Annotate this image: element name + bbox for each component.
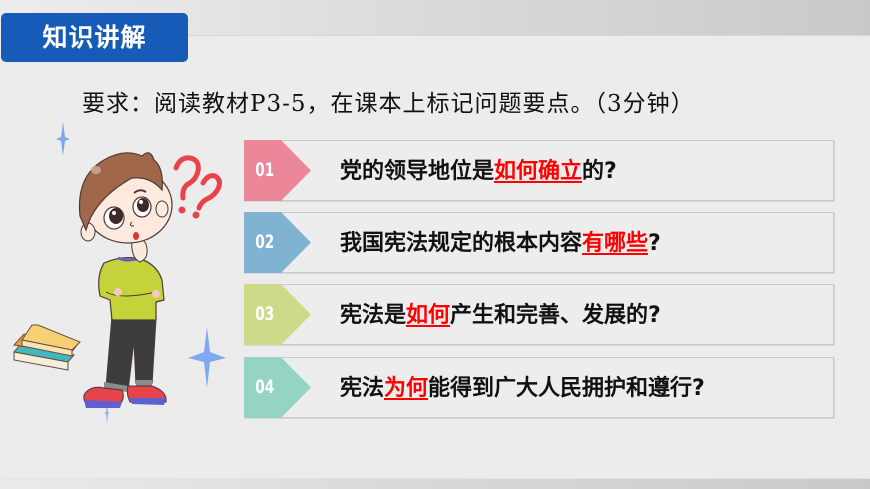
badge-number: 04: [255, 376, 275, 398]
number-badge: 02: [244, 212, 311, 273]
question-card-1: 01 党的领导地位是如何确立的?: [244, 140, 834, 201]
badge-number: 02: [255, 231, 275, 253]
sparkle-icon: [188, 327, 226, 388]
question-card-3: 03 宪法是如何产生和完善、发展的?: [244, 284, 834, 345]
badge-number: 03: [255, 303, 275, 325]
sparkle-icon: [104, 400, 110, 424]
question-text: 党的领导地位是如何确立的?: [340, 159, 617, 184]
question-text: 宪法是如何产生和完善、发展的?: [340, 303, 661, 328]
number-badge: 04: [244, 357, 311, 418]
requirement-text: 要求：阅读教材P3-5，在课本上标记问题要点。（3分钟）: [82, 91, 695, 117]
highlight-text: 如何确立: [494, 159, 583, 184]
boy-figure: [78, 152, 173, 408]
question-text: 宪法为何能得到广大人民拥护和遵行?: [340, 376, 705, 401]
sparkle-icon: [56, 122, 70, 156]
question-marks-icon: [173, 155, 222, 211]
number-badge: 03: [244, 284, 311, 345]
highlight-text: 为何: [384, 376, 429, 401]
number-badge: 01: [244, 140, 311, 201]
question-card-2: 02 我国宪法规定的根本内容有哪些?: [244, 212, 834, 273]
question-text: 我国宪法规定的根本内容有哪些?: [340, 231, 661, 256]
question-card-4: 04 宪法为何能得到广大人民拥护和遵行?: [244, 357, 834, 418]
highlight-text: 有哪些: [582, 231, 649, 256]
book-stack-icon: [13, 324, 81, 371]
thinking-boy-illustration: [0, 110, 240, 430]
bottom-decorative-bar: [0, 478, 870, 489]
section-tag: 知识讲解: [1, 13, 188, 62]
badge-number: 01: [255, 159, 275, 181]
highlight-text: 如何: [406, 303, 451, 328]
